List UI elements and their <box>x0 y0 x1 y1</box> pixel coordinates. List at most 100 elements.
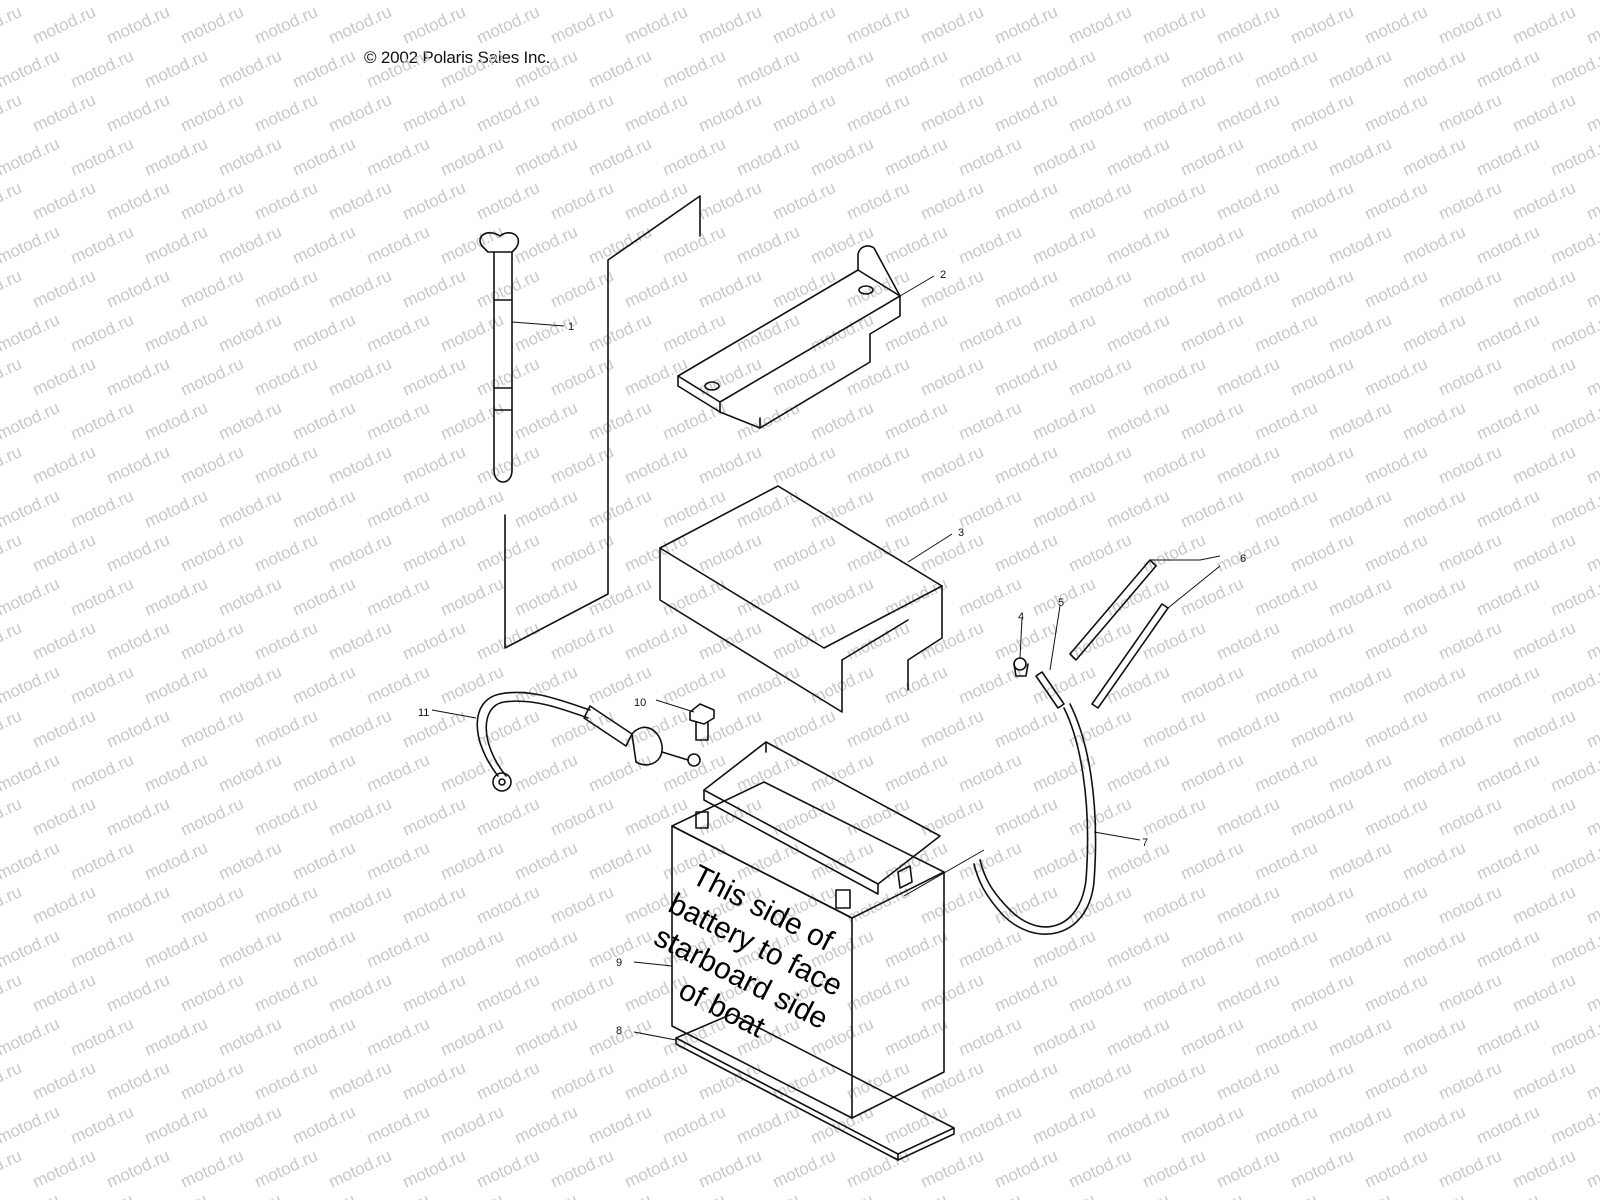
watermark-text: motod.ru <box>400 354 469 400</box>
watermark-text: motod.ru <box>1252 486 1321 532</box>
watermark-text: motod.ru <box>956 750 1025 796</box>
watermark-text: motod.ru <box>1104 1014 1173 1060</box>
watermark-text: motod.ru <box>178 706 247 752</box>
watermark-text: motod.ru <box>104 1058 173 1104</box>
watermark-text: motod.ru <box>364 750 433 796</box>
watermark-text: motod.ru <box>216 838 285 884</box>
watermark-text: motod.ru <box>734 0 803 4</box>
watermark-text: motod.ru <box>586 1102 655 1148</box>
callout-9: 9 <box>616 957 622 969</box>
watermark-text: motod.ru <box>1104 574 1173 620</box>
watermark-text: motod.ru <box>0 46 62 92</box>
watermark-text: motod.ru <box>1104 838 1173 884</box>
watermark-text: motod.ru <box>548 530 617 576</box>
watermark-text: motod.ru <box>1178 0 1247 4</box>
watermark-text: motod.ru <box>1252 0 1321 4</box>
watermark-text: motod.ru <box>1436 178 1505 224</box>
watermark-text: motod.ru <box>1140 970 1209 1016</box>
watermark-text: motod.ru <box>1362 530 1431 576</box>
watermark-text: motod.ru <box>178 1146 247 1192</box>
watermark-text: motod.ru <box>1584 90 1600 136</box>
watermark-text: motod.ru <box>956 1190 1025 1200</box>
watermark-text: motod.ru <box>1362 618 1431 664</box>
watermark-text: motod.ru <box>1178 574 1247 620</box>
watermark-text: motod.ru <box>586 1190 655 1200</box>
watermark-text: motod.ru <box>1510 266 1579 312</box>
watermark-text: motod.ru <box>290 1190 359 1200</box>
watermark-text: motod.ru <box>1066 706 1135 752</box>
watermark-text: motod.ru <box>1548 662 1600 708</box>
watermark-text: motod.ru <box>68 0 137 4</box>
watermark-text: motod.ru <box>1326 574 1395 620</box>
watermark-text: motod.ru <box>770 266 839 312</box>
watermark-text: motod.ru <box>400 618 469 664</box>
watermark-text: motod.ru <box>104 970 173 1016</box>
watermark-text: motod.ru <box>548 794 617 840</box>
watermark-text: motod.ru <box>918 266 987 312</box>
watermark-text: motod.ru <box>400 794 469 840</box>
watermark-text: motod.ru <box>696 2 765 48</box>
watermark-text: motod.ru <box>216 486 285 532</box>
watermark-text: motod.ru <box>1178 1102 1247 1148</box>
watermark-text: motod.ru <box>474 354 543 400</box>
watermark-text: motod.ru <box>68 750 137 796</box>
watermark-text: motod.ru <box>770 1146 839 1192</box>
watermark-text: motod.ru <box>30 706 99 752</box>
watermark-text: motod.ru <box>252 970 321 1016</box>
watermark-text: motod.ru <box>512 0 581 4</box>
watermark-text: motod.ru <box>882 486 951 532</box>
watermark-text: motod.ru <box>1252 1190 1321 1200</box>
watermark-text: motod.ru <box>438 46 507 92</box>
watermark-text: motod.ru <box>1362 970 1431 1016</box>
watermark-text: motod.ru <box>1326 134 1395 180</box>
watermark-text: motod.ru <box>252 530 321 576</box>
watermark-text: motod.ru <box>326 266 395 312</box>
watermark-text: motod.ru <box>1030 486 1099 532</box>
watermark-text: motod.ru <box>290 222 359 268</box>
watermark-text: motod.ru <box>660 662 729 708</box>
watermark-text: motod.ru <box>1252 1102 1321 1148</box>
watermark-text: motod.ru <box>1030 926 1099 972</box>
watermark-text: motod.ru <box>660 1102 729 1148</box>
watermark-text: motod.ru <box>808 0 877 4</box>
watermark-text: motod.ru <box>326 1058 395 1104</box>
watermark-text: motod.ru <box>1474 398 1543 444</box>
watermark-text: motod.ru <box>660 574 729 620</box>
watermark-text: motod.ru <box>882 750 951 796</box>
watermark-text: motod.ru <box>0 354 24 400</box>
watermark-text: motod.ru <box>30 178 99 224</box>
watermark-text: motod.ru <box>1548 1014 1600 1060</box>
watermark-text: motod.ru <box>0 90 24 136</box>
watermark-text: motod.ru <box>660 398 729 444</box>
watermark-text: motod.ru <box>918 794 987 840</box>
watermark-text: motod.ru <box>290 310 359 356</box>
watermark-text: motod.ru <box>734 486 803 532</box>
watermark-text: motod.ru <box>808 1190 877 1200</box>
watermark-text: motod.ru <box>1474 46 1543 92</box>
watermark-text: motod.ru <box>0 442 24 488</box>
watermark-text: motod.ru <box>178 1058 247 1104</box>
watermark-text: motod.ru <box>882 46 951 92</box>
watermark-text: motod.ru <box>1584 794 1600 840</box>
watermark-text: motod.ru <box>326 2 395 48</box>
watermark-text: motod.ru <box>0 970 24 1016</box>
part-5-fitting <box>1035 671 1065 709</box>
watermark-text: motod.ru <box>1436 882 1505 928</box>
watermark-text: motod.ru <box>474 618 543 664</box>
watermark-text: motod.ru <box>252 618 321 664</box>
watermark-text: motod.ru <box>844 442 913 488</box>
watermark-text: motod.ru <box>252 354 321 400</box>
watermark-text: motod.ru <box>808 222 877 268</box>
watermark-text: motod.ru <box>622 266 691 312</box>
watermark-text: motod.ru <box>1252 1014 1321 1060</box>
watermark-text: motod.ru <box>1252 222 1321 268</box>
watermark-text: motod.ru <box>474 794 543 840</box>
watermark-text: motod.ru <box>68 310 137 356</box>
watermark-text: motod.ru <box>474 530 543 576</box>
watermark-text: motod.ru <box>1584 706 1600 752</box>
watermark-text: motod.ru <box>1178 1190 1247 1200</box>
watermark-text: motod.ru <box>992 794 1061 840</box>
watermark-text: motod.ru <box>734 574 803 620</box>
watermark-text: motod.ru <box>918 442 987 488</box>
